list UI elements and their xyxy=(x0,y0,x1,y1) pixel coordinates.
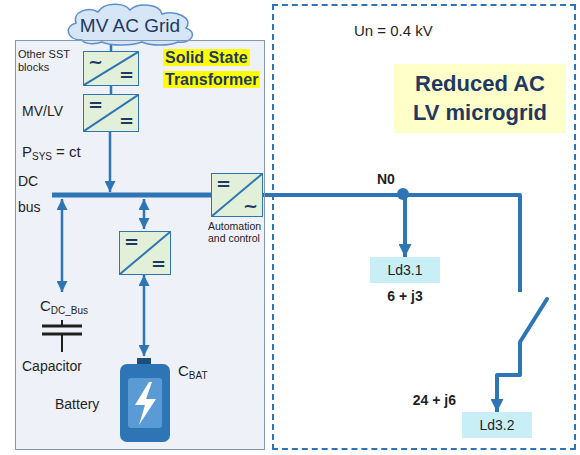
battery-symbol: C xyxy=(178,362,189,379)
panel-fill xyxy=(15,40,265,450)
title-wrap: Solid State Transformer xyxy=(163,47,263,90)
power-symbol: P xyxy=(22,143,32,160)
cloud-outline xyxy=(68,4,192,45)
battery-terminal xyxy=(137,358,151,365)
bidirectional-arrow xyxy=(61,199,64,292)
converter-box: == xyxy=(83,94,139,132)
microgrid-region: Un = 0.4 kVReduced AC LV microgridLd3.16… xyxy=(272,4,576,450)
power-value: = ct xyxy=(56,143,81,160)
load-value: 24 + j6 xyxy=(413,392,456,408)
load-name: Ld3.1 xyxy=(386,262,424,278)
connector xyxy=(263,195,405,257)
voltage-label: Un = 0.4 kV xyxy=(354,22,433,39)
converter-diagonal xyxy=(212,174,262,216)
load-name: Ld3.2 xyxy=(478,417,516,433)
battery-panel xyxy=(128,378,162,428)
sst-panel: Solid State Transformer~====~== xyxy=(15,40,265,450)
load-box: Ld3.224 + j6 xyxy=(462,412,532,438)
node-title: MV AC Grid xyxy=(80,15,180,37)
block-label: Automation and control xyxy=(208,220,263,244)
capacitor-symbol: C xyxy=(40,297,51,314)
bidirectional-arrow xyxy=(143,199,146,229)
sst-title: Solid State Transformer xyxy=(163,49,260,88)
converter-box: =~ xyxy=(211,173,263,217)
dc-bus xyxy=(52,193,212,198)
converter-diagonal xyxy=(84,95,138,131)
converter-box: ~= xyxy=(83,51,139,86)
node-name: N0 xyxy=(377,171,395,187)
battery-body xyxy=(120,364,170,442)
connector xyxy=(263,195,520,412)
converter-sign: ~ xyxy=(88,53,103,71)
capacitor-plate xyxy=(42,325,82,328)
block-label: MV/LV xyxy=(22,103,63,119)
switch-blade xyxy=(520,299,547,342)
converter-sign: = xyxy=(151,255,166,273)
lightning-symbol xyxy=(135,382,156,425)
converter-diagonal xyxy=(84,52,138,85)
converter-diagonal xyxy=(120,232,170,274)
converter-sign: = xyxy=(216,175,231,193)
load-value: 6 + j3 xyxy=(370,288,440,304)
bidirectional-arrow xyxy=(143,275,146,356)
subscript: DC_Bus xyxy=(51,305,88,317)
connector xyxy=(110,86,113,94)
load-box: Ld3.16 + j3 xyxy=(370,257,440,283)
capacitor-wire xyxy=(61,334,63,352)
microgrid-title: Reduced AC LV microgrid xyxy=(402,70,558,127)
block-label: Other SST blocks xyxy=(18,48,78,73)
converter-sign: ~ xyxy=(243,197,258,215)
subscript: BAT xyxy=(189,370,208,382)
power-arrow xyxy=(109,131,112,192)
converter-box: == xyxy=(119,231,171,275)
subscript: SYS xyxy=(32,151,52,163)
converter-sign: = xyxy=(119,112,134,130)
title-box: Reduced AC LV microgrid xyxy=(394,64,566,133)
converter-sign: = xyxy=(124,233,139,251)
converter-sign: = xyxy=(119,66,134,84)
part-name: Capacitor xyxy=(22,358,82,374)
converter-sign: = xyxy=(88,96,103,114)
part-name: Battery xyxy=(55,396,99,412)
bus-label: DC bus xyxy=(18,168,52,220)
